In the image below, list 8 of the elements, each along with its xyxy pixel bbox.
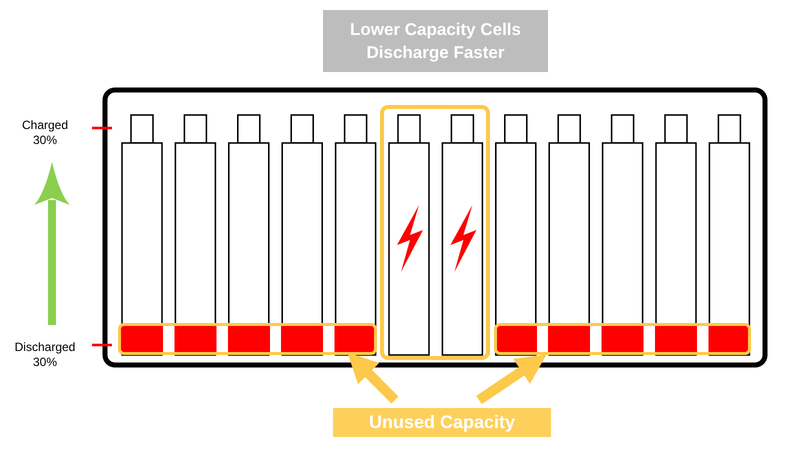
arrow (347, 352, 399, 404)
callout-box: Unused Capacity (333, 408, 551, 437)
level-label: Discharged 30% (14, 340, 76, 370)
arrow (476, 354, 546, 404)
title-banner: Lower Capacity Cells Discharge Faster (323, 10, 548, 72)
level-label: Charged 30% (20, 118, 70, 148)
unused-capacity-band (494, 323, 751, 355)
unused-capacity-band (118, 323, 377, 355)
